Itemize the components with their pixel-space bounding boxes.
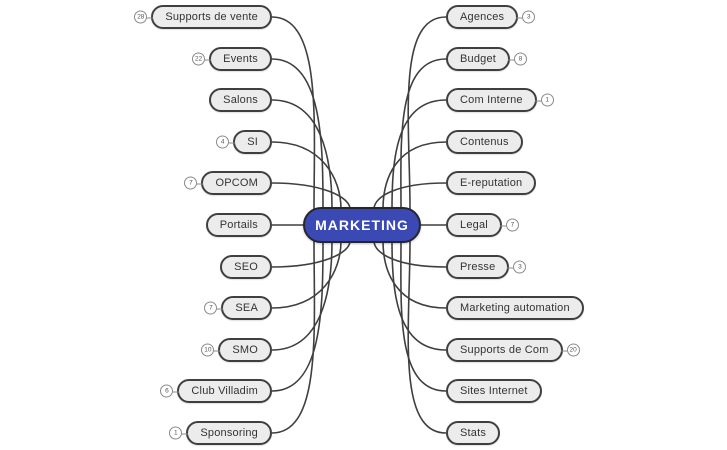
node-sites-internet[interactable]: Sites Internet (446, 379, 542, 403)
node-label: SMO (232, 344, 258, 356)
node-label: Marketing automation (460, 302, 570, 314)
hidden-children-count-badge[interactable]: 1 (534, 93, 554, 107)
node-e-reputation[interactable]: E-reputation (446, 171, 537, 195)
hidden-children-count-badge[interactable]: 20 (560, 343, 580, 357)
node-label: SI (247, 136, 258, 148)
hidden-children-count-badge[interactable]: 3 (516, 10, 536, 24)
node-label: Supports de vente (165, 11, 258, 23)
hidden-children-count-badge[interactable]: 6 (160, 384, 180, 398)
node-sponsoring[interactable]: Sponsoring 1 (169, 421, 272, 445)
node-label: SEA (235, 302, 258, 314)
node-label: Legal (460, 219, 488, 231)
node-salons[interactable]: Salons (209, 88, 272, 112)
node-portails[interactable]: Portails (205, 213, 272, 237)
node-si[interactable]: SI 4 (216, 130, 272, 154)
node-agences[interactable]: Agences 3 (446, 5, 536, 29)
hidden-children-count-badge[interactable]: 10 (201, 343, 221, 357)
node-label: Agences (460, 11, 505, 23)
node-label: Supports de Com (460, 344, 549, 356)
node-label: Sponsoring (200, 427, 258, 439)
node-label: E-reputation (460, 177, 523, 189)
node-label: Stats (460, 427, 487, 439)
node-contenus[interactable]: Contenus (446, 130, 523, 154)
hidden-children-count-badge[interactable]: 3 (507, 260, 527, 274)
hidden-children-count-badge[interactable]: 1 (169, 426, 189, 440)
node-marketing-automation[interactable]: Marketing automation (446, 296, 584, 320)
node-label: OPCOM (215, 177, 258, 189)
node-sea[interactable]: SEA 7 (204, 296, 272, 320)
node-legal[interactable]: Legal 7 (446, 213, 519, 237)
root-node-marketing[interactable]: MARKETING (303, 207, 421, 243)
node-label: Events (223, 53, 258, 65)
node-supports-de-com[interactable]: Supports de Com 20 (446, 338, 580, 362)
node-seo[interactable]: SEO (220, 255, 272, 279)
node-label: SEO (234, 261, 258, 273)
node-label: Presse (460, 261, 496, 273)
node-opcom[interactable]: OPCOM 7 (184, 171, 272, 195)
node-label: Portails (219, 219, 258, 231)
node-club-villadim[interactable]: Club Villadim 6 (160, 379, 272, 403)
hidden-children-count-badge[interactable]: 7 (204, 301, 224, 315)
node-stats[interactable]: Stats (446, 421, 501, 445)
hidden-children-count-badge[interactable]: 7 (499, 218, 519, 232)
node-label: Budget (460, 53, 497, 65)
hidden-children-count-badge[interactable]: 28 (134, 10, 154, 24)
node-label: Salons (223, 94, 258, 106)
hidden-children-count-badge[interactable]: 7 (184, 176, 204, 190)
node-label: Club Villadim (191, 385, 258, 397)
root-label: MARKETING (315, 217, 409, 233)
hidden-children-count-badge[interactable]: 22 (192, 52, 212, 66)
node-events[interactable]: Events 22 (192, 47, 272, 71)
node-label: Com Interne (460, 94, 523, 106)
hidden-children-count-badge[interactable]: 8 (508, 52, 528, 66)
node-label: Contenus (460, 136, 509, 148)
node-smo[interactable]: SMO 10 (201, 338, 272, 362)
node-presse[interactable]: Presse 3 (446, 255, 527, 279)
hidden-children-count-badge[interactable]: 4 (216, 135, 236, 149)
node-supports-de-vente[interactable]: Supports de vente 28 (134, 5, 272, 29)
node-budget[interactable]: Budget 8 (446, 47, 528, 71)
node-com-interne[interactable]: Com Interne 1 (446, 88, 554, 112)
node-label: Sites Internet (460, 385, 528, 397)
